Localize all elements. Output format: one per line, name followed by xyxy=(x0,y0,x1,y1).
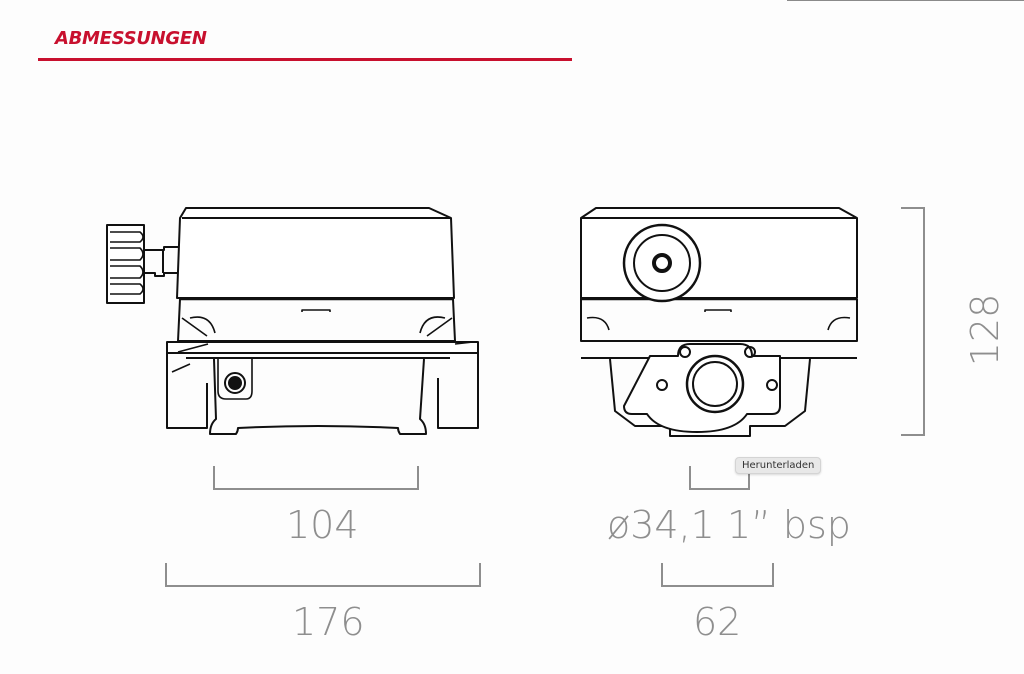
top-divider xyxy=(787,0,1024,1)
download-tooltip[interactable]: Herunterladen xyxy=(735,457,822,474)
dimension-label-overall-width: 176 xyxy=(292,600,365,644)
dimension-label-inner-width: 104 xyxy=(286,503,359,547)
dim-line-62 xyxy=(661,563,774,587)
front-view-drawing xyxy=(580,207,858,437)
dim-line-176 xyxy=(165,563,481,587)
section-title: ABMESSUNGEN xyxy=(55,28,207,49)
dim-line-104 xyxy=(213,466,419,490)
dimension-lines xyxy=(165,207,925,587)
dim-line-connection xyxy=(689,466,750,490)
dimension-label-connection: ø34,1 1” bsp xyxy=(607,503,851,547)
side-view-drawing xyxy=(106,207,479,435)
dimension-label-height: 128 xyxy=(963,293,1007,367)
dimension-label-flange-width: 62 xyxy=(693,600,742,644)
title-underline xyxy=(38,58,572,61)
dim-line-128 xyxy=(901,207,925,436)
